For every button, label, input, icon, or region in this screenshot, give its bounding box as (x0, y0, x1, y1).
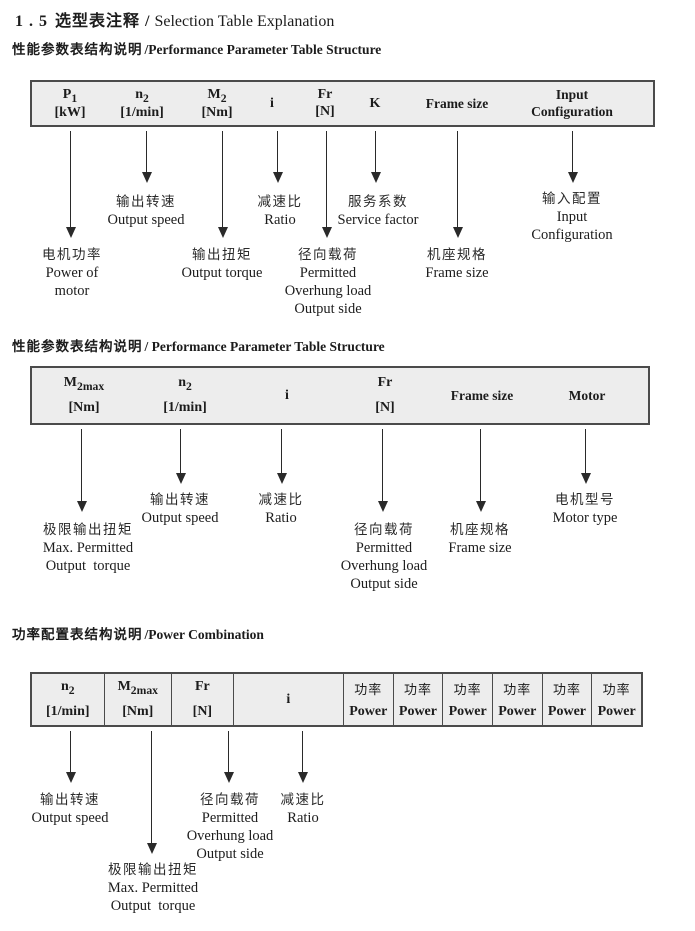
callout-ratio: 减速比 Ratio (280, 792, 326, 826)
arrow-i (276, 429, 287, 484)
arrow-frame-size (452, 131, 463, 238)
callout-output-speed: 输出转速 Output speed (31, 792, 109, 826)
arrow-k (370, 131, 381, 183)
callout-overhung-load: 径向载荷 Permitted Overhung load Output side (340, 522, 428, 592)
performance-table-2: M2max[Nm] n2[1/min] i Fr[N] Frame size M… (30, 366, 650, 425)
callout-frame-size: 机座规格 Frame size (448, 522, 512, 556)
callout-service-factor: 服务系数 Service factor (337, 194, 419, 228)
arrow-n2 (175, 429, 186, 484)
arrow-p1 (65, 131, 76, 238)
col-frame-size: Frame size (450, 387, 514, 403)
arrow-motor (580, 429, 591, 484)
col-fr: Fr[N] (171, 674, 233, 725)
col-frame-size: Frame size (425, 95, 489, 111)
callout-ratio: 减速比 Ratio (258, 492, 304, 526)
col-n2: n2[1/min] (120, 87, 164, 120)
col-m2max: M2max[Nm] (63, 375, 105, 415)
arrow-n2 (141, 131, 152, 183)
callout-power-of-motor: 电机功率 Power of motor (42, 247, 102, 299)
col-motor: Motor (568, 387, 606, 403)
callout-max-output-torque: 极限输出扭矩 Max. Permitted Output torque (42, 522, 134, 574)
col-i: i (232, 674, 343, 725)
arrow-n2 (65, 731, 76, 783)
callout-input-configuration: 输入配置 Input Configuration (531, 191, 613, 243)
arrow-fr (377, 429, 388, 512)
arrow-i (297, 731, 308, 783)
section1-heading: 性能参数表结构说明/Performance Parameter Table St… (12, 42, 382, 57)
col-fr: Fr[N] (375, 375, 395, 415)
arrow-fr (223, 731, 234, 783)
page-title-en: Selection Table Explanation (154, 13, 335, 30)
callout-output-speed: 输出转速 Output speed (107, 194, 185, 228)
arrow-m2 (217, 131, 228, 238)
col-i: i (270, 95, 274, 111)
col-m2max: M2max[Nm] (103, 674, 172, 725)
arrow-m2max (76, 429, 87, 512)
section3-heading: 功率配置表结构说明/Power Combination (12, 627, 264, 642)
callout-ratio: 减速比 Ratio (257, 194, 303, 228)
col-k: K (369, 95, 381, 111)
col-p1: P1[kW] (54, 87, 86, 120)
col-fr: Fr[N] (315, 87, 335, 119)
section2-heading: 性能参数表结构说明/ Performance Parameter Table S… (12, 339, 385, 354)
callout-max-output-torque: 极限输出扭矩 Max. Permitted Output torque (107, 862, 199, 914)
callout-frame-size: 机座规格 Frame size (425, 247, 489, 281)
arrow-i (272, 131, 283, 183)
arrow-fr (321, 131, 332, 238)
col-i: i (285, 387, 289, 403)
arrow-input-configuration (567, 131, 578, 183)
section-number: 1 . 5 (15, 13, 48, 30)
callout-motor-type: 电机型号 Motor type (552, 492, 618, 526)
col-n2: n2[1/min] (163, 375, 207, 415)
callout-overhung-load: 径向载荷 Permitted Overhung load Output side (186, 792, 274, 862)
page-title-zh: 选型表注释 / (55, 13, 151, 30)
callout-output-speed: 输出转速 Output speed (141, 492, 219, 526)
arrow-m2max (146, 731, 157, 854)
callout-overhung-load: 径向载荷 Permitted Overhung load Output side (284, 247, 372, 317)
col-m2: M2[Nm] (201, 87, 233, 120)
performance-table-1: P1[kW] n2[1/min] M2[Nm] i Fr[N] K Frame … (30, 80, 655, 127)
page-title: 1 . 5 选型表注释 /Selection Table Explanation (15, 7, 334, 31)
col-n2: n2[1/min] (45, 679, 90, 719)
callout-output-torque: 输出扭矩 Output torque (181, 247, 263, 281)
arrow-frame-size (475, 429, 486, 512)
